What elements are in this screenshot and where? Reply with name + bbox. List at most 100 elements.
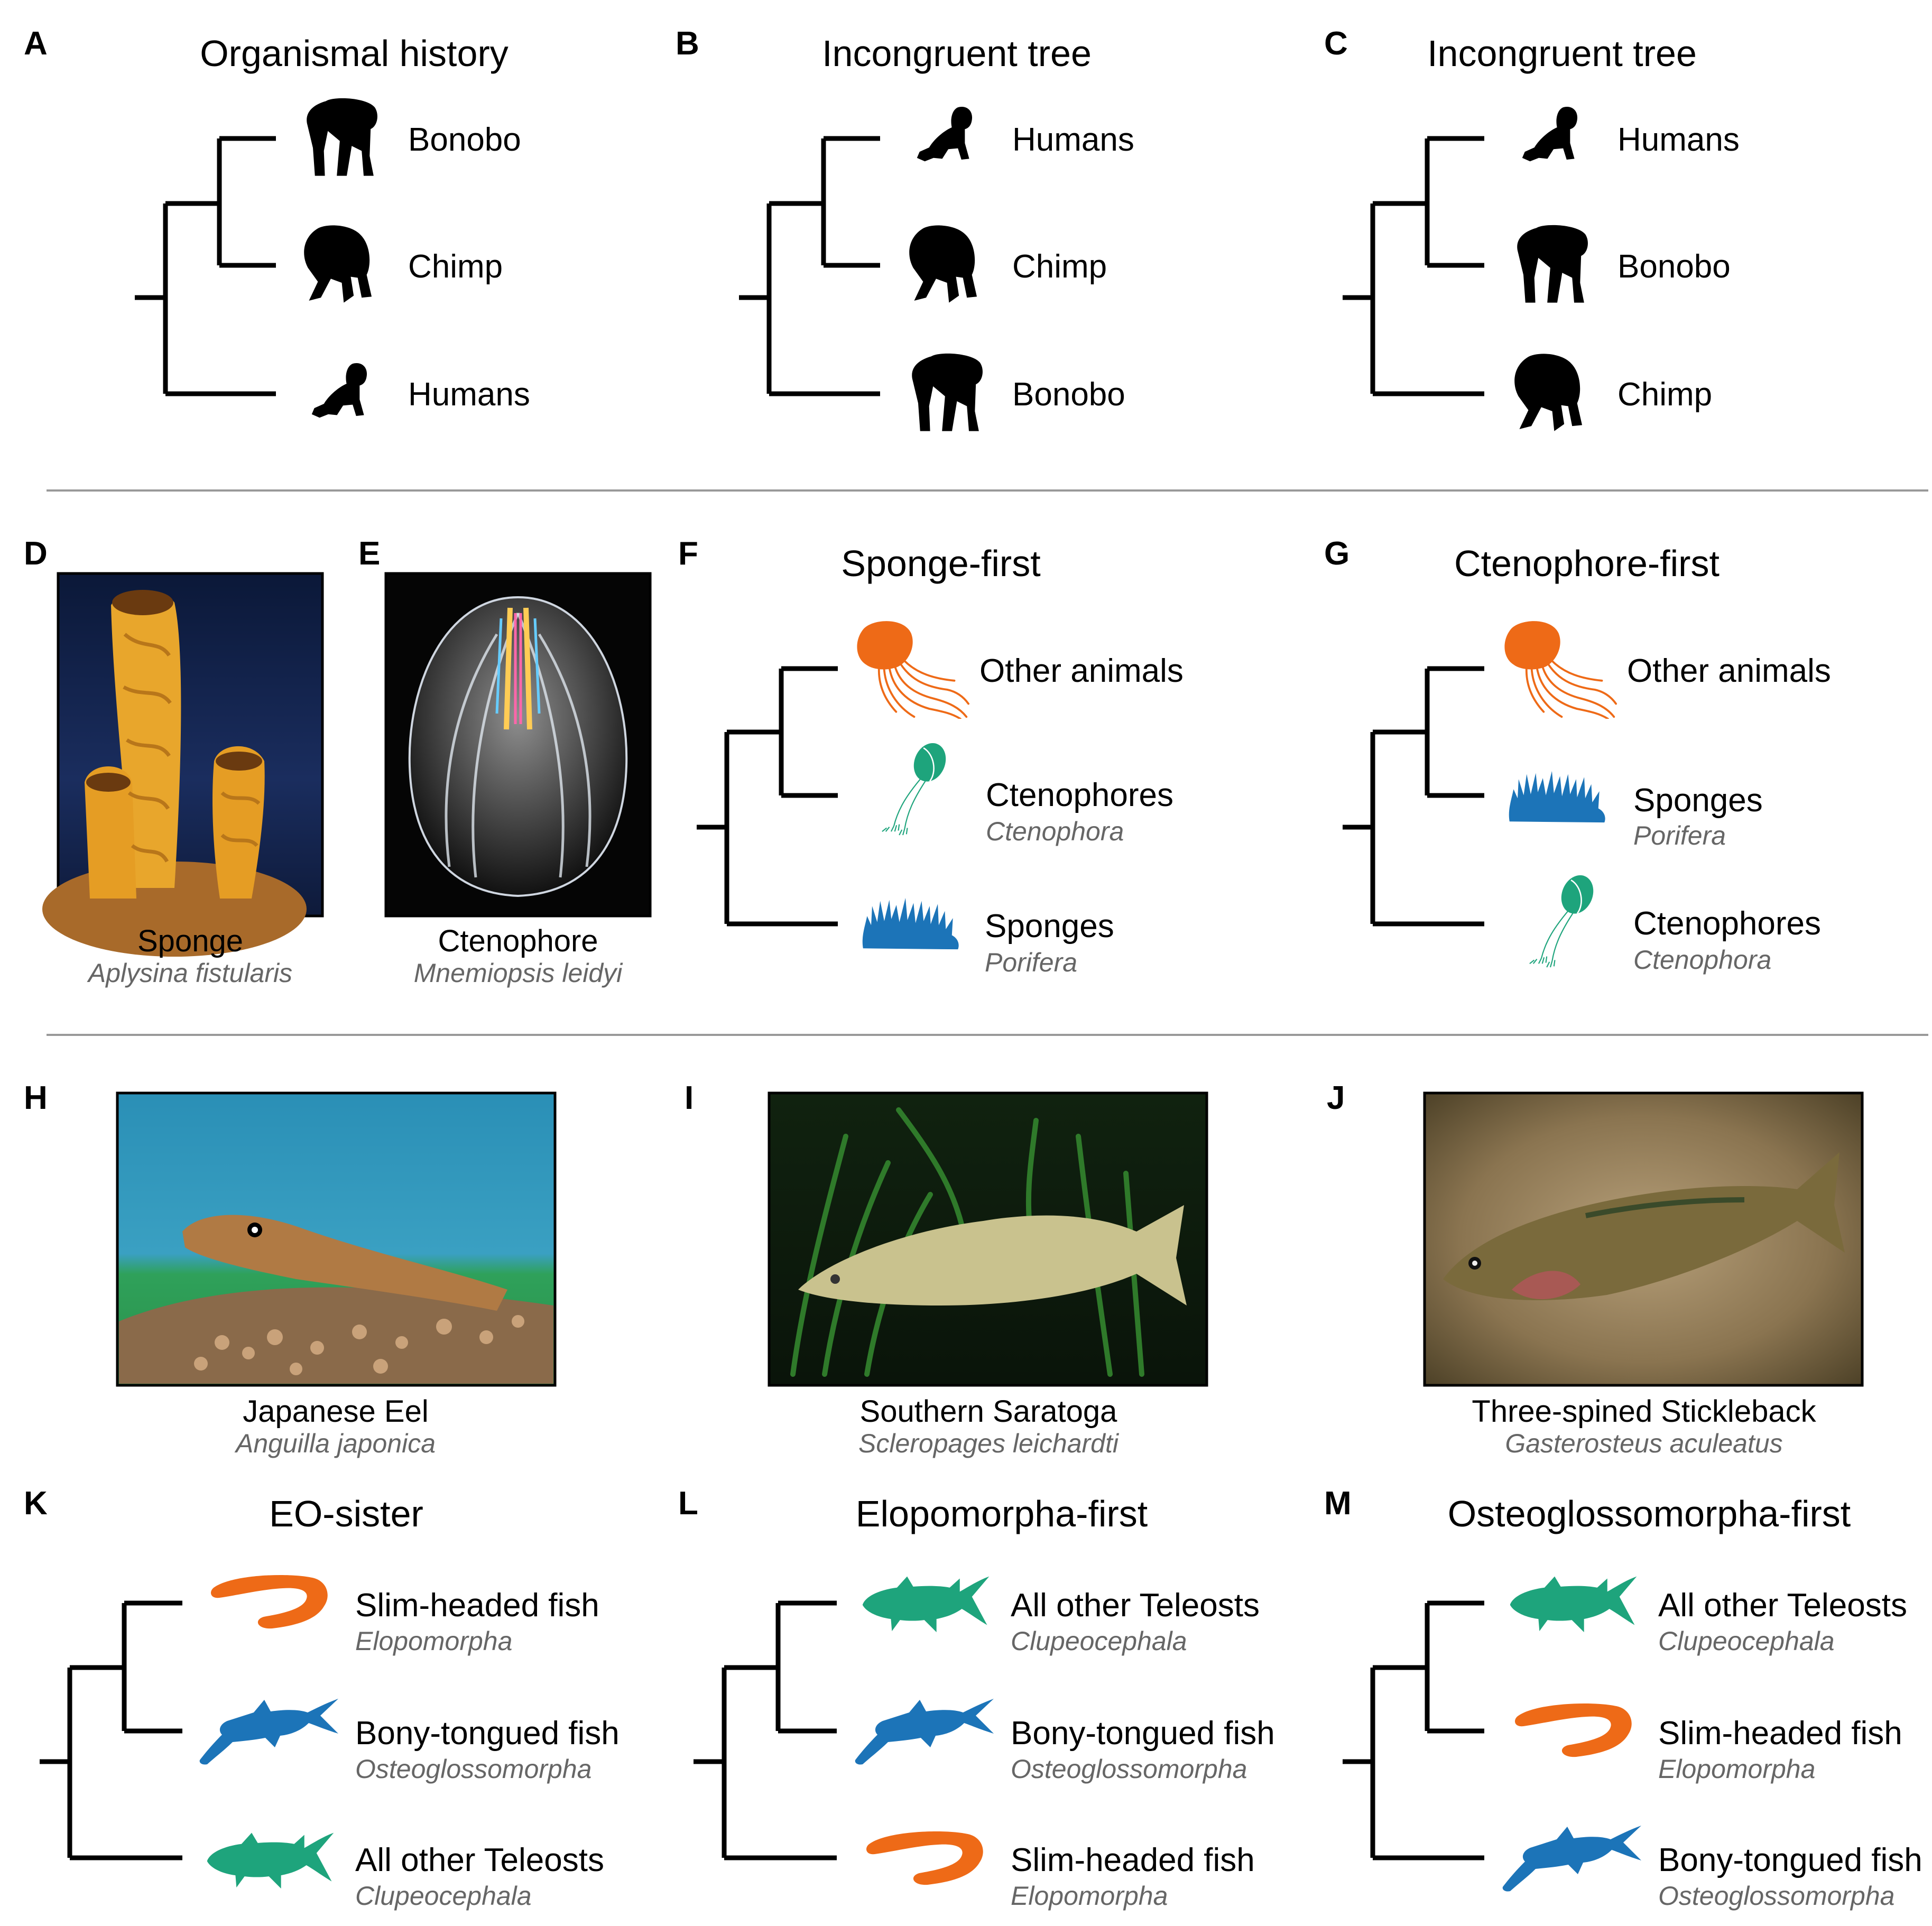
panel-H: H Japanese Eel Anguilla japonica [24,1080,557,1458]
jellyfish-icon [1503,620,1617,719]
teleost-fish-icon [1510,1576,1637,1633]
tree-F [697,666,838,927]
taxon-sublabel: Osteoglossomorpha [1011,1754,1247,1784]
taxon-label: Bony-tongued fish [1658,1842,1922,1878]
taxon-sublabel: Osteoglossomorpha [355,1754,591,1784]
tree-B [739,136,880,396]
bonytongue-fish-icon [1502,1826,1641,1892]
tree-C [1343,136,1484,396]
taxon-sublabel: Elopomorpha [1011,1881,1168,1911]
taxon-sublabel: Osteoglossomorpha [1658,1881,1894,1911]
teleost-fish-icon [862,1576,990,1633]
taxon-sublabel: Elopomorpha [1658,1754,1815,1784]
sponge-icon [1509,771,1605,823]
panel-I: I Southern Saratoga Scleropages leichard… [685,1080,1208,1458]
chimp-silhouette-icon [304,225,372,303]
taxon-label: Bony-tongued fish [1011,1715,1275,1752]
bonytongue-fish-icon [855,1699,994,1765]
taxon-sublabel: Ctenophora [1633,945,1771,975]
eel-icon [211,1575,328,1629]
panel-J: J Three-spined Stickleback Gasterosteus … [1327,1080,1864,1458]
taxon-sublabel: Clupeocephala [1658,1626,1835,1656]
panel-title-M: Osteoglossomorpha-first [1448,1493,1851,1534]
panel-title-B: Incongruent tree [822,33,1092,74]
panel-letter-M: M [1324,1485,1352,1522]
taxon-label: Bonobo [1617,248,1731,285]
taxon-label: Sponges [985,908,1114,945]
taxon-sublabel: Clupeocephala [1011,1626,1187,1656]
tree-G [1343,666,1484,927]
panel-letter-B: B [676,25,699,62]
panel-D: D Sponge Aplysina fistularis [24,535,324,988]
bonobo-silhouette-icon [1517,225,1588,303]
taxon-label: Chimp [1617,376,1712,413]
taxon-label: Humans [1012,122,1134,158]
photo-caption-common: Southern Saratoga [860,1394,1118,1429]
taxon-label: Slim-headed fish [1011,1842,1255,1878]
panel-title-L: Elopomorpha-first [856,1493,1148,1534]
tree-A [135,136,276,396]
taxon-label: Bonobo [408,122,521,158]
taxon-sublabel: Porifera [1633,821,1726,850]
panel-title-G: Ctenophore-first [1454,543,1720,584]
photo-caption-scientific: Aplysina fistularis [87,958,292,988]
teleost-fish-icon [207,1832,334,1889]
taxon-label: Humans [1617,122,1740,158]
chimp-silhouette-icon [1514,354,1583,431]
human-baby-silhouette-icon [917,107,973,162]
panel-title-K: EO-sister [269,1493,423,1534]
taxon-label: Humans [408,376,530,413]
panel-letter-D: D [24,535,48,572]
human-baby-silhouette-icon [311,363,367,418]
panel-letter-C: C [1324,25,1348,62]
panel-letter-E: E [358,535,380,572]
bonobo-silhouette-icon [912,353,983,431]
taxon-label: Other animals [979,653,1184,689]
panel-letter-I: I [685,1080,694,1116]
tree-K [40,1600,182,1860]
photo-caption-scientific: Mnemiopsis leidyi [414,958,623,988]
panel-title-A: Organismal history [200,33,509,74]
panel-letter-K: K [24,1485,48,1522]
jellyfish-icon [856,620,970,719]
taxon-label: Chimp [408,248,503,285]
photo-caption-common: Sponge [137,924,243,958]
panel-title-F: Sponge-first [841,543,1040,584]
photo-caption-common: Ctenophore [438,924,598,958]
panel-M: M Osteoglossomorpha-first All other Tele… [1324,1485,1922,1911]
tree-M [1343,1600,1484,1860]
bonytongue-fish-icon [199,1699,338,1765]
taxon-label: Bonobo [1012,376,1125,413]
panel-E: E Ctenophore Mnemiopsis leidyi [358,535,652,988]
panel-A: A Organismal history Bonobo Chimp Humans [24,25,530,418]
eel-icon [1515,1703,1632,1757]
taxon-label: Ctenophores [986,777,1173,813]
panel-title-C: Incongruent tree [1427,33,1697,74]
panel-K: K EO-sister Slim-headed fish Elopomorpha… [24,1485,620,1911]
panel-C: C Incongruent tree Humans Bonobo Chimp [1324,25,1740,431]
taxon-label: Slim-headed fish [1658,1715,1902,1752]
panel-letter-J: J [1327,1080,1345,1116]
bonobo-silhouette-icon [307,98,377,176]
taxon-label: Slim-headed fish [355,1587,599,1624]
ctenophore-icon [881,737,953,836]
panel-letter-H: H [24,1080,48,1116]
eel-icon [866,1831,983,1885]
human-baby-silhouette-icon [1522,107,1578,162]
photo-caption-common: Three-spined Stickleback [1472,1394,1816,1429]
panel-L: L Elopomorpha-first All other Teleosts C… [678,1485,1275,1911]
panel-letter-F: F [678,535,698,572]
taxon-label: Chimp [1012,248,1107,285]
panel-letter-G: G [1324,535,1349,572]
taxon-label: Bony-tongued fish [355,1715,620,1752]
taxon-sublabel: Ctenophora [986,817,1124,846]
panel-letter-A: A [24,25,48,62]
photo-caption-scientific: Anguilla japonica [234,1429,436,1458]
taxon-label: All other Teleosts [1658,1587,1907,1624]
panel-F: F Sponge-first Other animals Ctenophores… [678,535,1184,977]
panel-B: B Incongruent tree Humans Chimp Bonobo [676,25,1134,431]
taxon-sublabel: Porifera [985,948,1077,977]
photo-caption-scientific: Scleropages leichardti [858,1429,1120,1458]
ctenophore-photo [384,572,652,918]
